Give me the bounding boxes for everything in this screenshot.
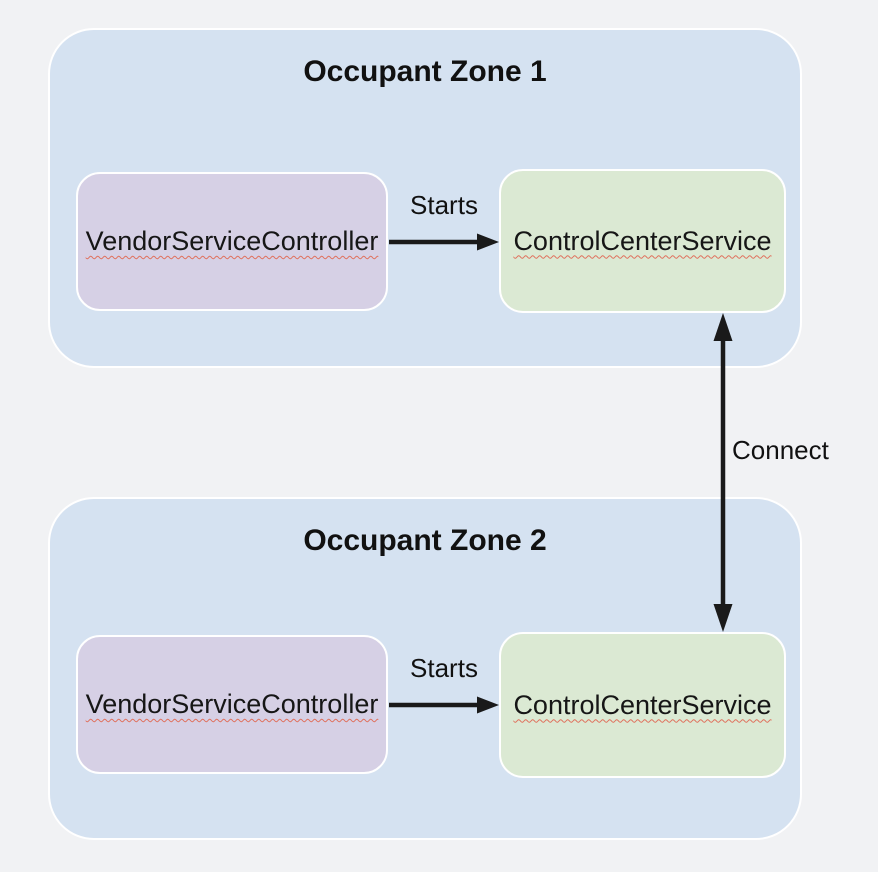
occupant-zone-1-title: Occupant Zone 1 bbox=[303, 55, 547, 88]
occupant-zone-2-title: Occupant Zone 2 bbox=[303, 524, 547, 557]
connect-label: Connect bbox=[732, 435, 829, 465]
starts-label-zone-2: Starts bbox=[410, 653, 478, 683]
connect-arrow bbox=[713, 313, 733, 632]
vendor-service-controller-zone-1: VendorServiceController bbox=[76, 172, 388, 311]
vendor-service-controller-zone-2-label: VendorServiceController bbox=[85, 689, 379, 719]
starts-arrow-zone-1 bbox=[389, 233, 499, 251]
control-center-service-zone-2-label: ControlCenterService bbox=[513, 689, 772, 720]
control-center-service-zone-1-label: ControlCenterService bbox=[513, 225, 772, 256]
starts-arrow-zone-2 bbox=[389, 696, 499, 714]
vendor-service-controller-zone-1-label: VendorServiceController bbox=[85, 226, 379, 256]
vendor-service-controller-zone-2: VendorServiceController bbox=[76, 635, 388, 774]
control-center-service-zone-1: ControlCenterService bbox=[499, 169, 786, 313]
control-center-service-zone-2: ControlCenterService bbox=[499, 632, 786, 778]
starts-label-zone-1: Starts bbox=[410, 190, 478, 220]
